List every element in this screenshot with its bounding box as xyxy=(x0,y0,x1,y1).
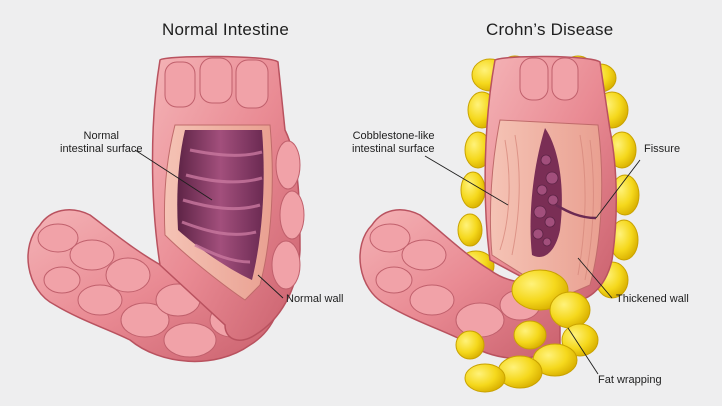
fissure-label: Fissure xyxy=(644,143,681,155)
fissure-mark xyxy=(555,203,597,220)
cobblestone-label-line1: Cobblestone-like xyxy=(352,130,435,142)
crohns-intestine xyxy=(359,55,640,393)
cobblestone-label-line2: intestinal surface xyxy=(352,143,435,155)
normal-intestine xyxy=(27,55,305,363)
normal-title: Normal Intestine xyxy=(162,20,289,39)
fat-wrapping-label: Fat wrapping xyxy=(598,374,662,386)
normal-wall-label: Normal wall xyxy=(286,293,344,305)
cobblestone-label: Cobblestone-like intestinal surface xyxy=(352,130,435,156)
leader-lines xyxy=(134,149,641,375)
crohns-title: Crohn’s Disease xyxy=(486,20,614,39)
normal-surface-label-line2: intestinal surface xyxy=(60,143,143,155)
thickened-wall-label: Thickened wall xyxy=(616,293,689,305)
normal-surface-label: Normal intestinal surface xyxy=(60,130,143,156)
normal-lumen xyxy=(177,130,264,280)
normal-surface-label-line1: Normal xyxy=(83,130,119,142)
cobblestones xyxy=(532,154,559,247)
